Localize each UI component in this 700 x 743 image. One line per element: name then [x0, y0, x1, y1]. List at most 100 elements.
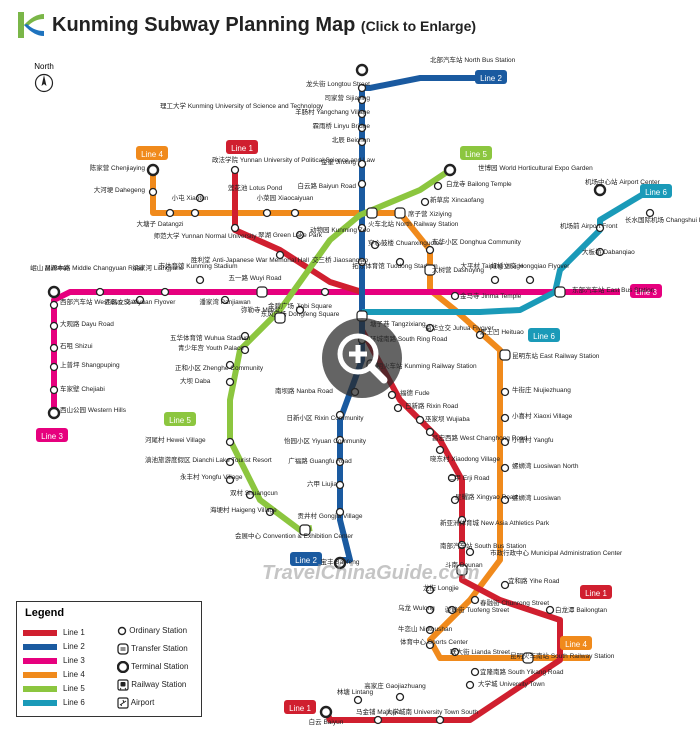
- station-69[interactable]: 日新路 Rixin Road: [393, 401, 459, 413]
- station-47[interactable]: 金碧广场 Jinbi Square: [268, 301, 332, 315]
- station-57[interactable]: 上普坪 Shangpuping: [49, 360, 121, 372]
- station-95[interactable]: 乌龙 Wulong: [398, 603, 435, 615]
- station-76[interactable]: 滇池旅游度假区 Dianchi Lake Tourist Resort: [145, 455, 272, 467]
- station-9[interactable]: 世博园 World Horticultural Expo Garden: [443, 163, 593, 177]
- station-74[interactable]: 昌宏西路 West Changhong Road: [425, 427, 528, 443]
- station-103[interactable]: 宜隆南路 South Yikang Road: [470, 667, 564, 677]
- station-38[interactable]: 昌源中路 Middle Changyuan Road: [44, 263, 144, 297]
- station-109[interactable]: 大学城南 University Town South: [386, 707, 478, 725]
- station-102[interactable]: 昆明火车南站 South Railway Station: [510, 651, 615, 664]
- station-19[interactable]: 理工大学 Kunming University of Science and T…: [160, 101, 324, 203]
- station-71[interactable]: 小普村 Yangfu: [500, 435, 554, 447]
- station-66[interactable]: 福德 Fude: [387, 388, 431, 400]
- station-8[interactable]: 火车北站 North Railway Station: [366, 207, 459, 228]
- station-4[interactable]: 霖雨桥 Linyu Bridge: [313, 121, 371, 133]
- station-25[interactable]: 师范大学 Yunnan Normal University: [154, 223, 258, 241]
- station-86[interactable]: 贡井村 Gongjia Village: [298, 507, 363, 521]
- station-31[interactable]: 交三桥 Jiaosanqiao: [312, 255, 368, 267]
- station-62[interactable]: 大坝 Daba: [180, 376, 235, 387]
- station-90[interactable]: 市政行政中心 Municipal Administration Center: [465, 547, 624, 557]
- subway-map[interactable]: Line 1 Line 2 Line 3 Line 4 Line 5 Line …: [0, 46, 700, 743]
- station-17[interactable]: 陈家营 Chenjiaying: [90, 163, 160, 177]
- station-34[interactable]: 大平村 Taiping Village: [460, 261, 524, 285]
- station-64[interactable]: 西山公园 Western Hills: [47, 405, 127, 420]
- station-82[interactable]: 螺蛳湾 Luosiwan: [500, 493, 562, 505]
- station-60[interactable]: 车家壁 Chejiabi: [49, 384, 105, 395]
- station-96[interactable]: 驼峰街 Tuofeng Street: [445, 605, 509, 615]
- page-title[interactable]: Kunming Subway Planning Map (Click to En…: [52, 14, 477, 36]
- station-12[interactable]: 席子营 Xiziying: [394, 207, 452, 219]
- station-79[interactable]: 永丰村 Yongfu Village: [180, 472, 243, 485]
- station-91[interactable]: 宝丰 Baofeng: [320, 556, 360, 570]
- station-6[interactable]: 金星 Jinxing: [321, 157, 367, 169]
- station-49[interactable]: 金马寺 Jinma Temple: [450, 291, 522, 301]
- station-94[interactable]: 龙街 Longjie: [423, 583, 459, 595]
- enlarge-link[interactable]: (Click to Enlarge): [360, 18, 477, 34]
- station-85[interactable]: 海埂村 Haigeng Village: [210, 505, 277, 517]
- station-33[interactable]: 大树营 Dashuying: [424, 264, 484, 276]
- station-46[interactable]: 弥勒寺 Milesi: [241, 305, 286, 324]
- station-63[interactable]: 牛街庄 Niujiezhuang: [500, 385, 572, 397]
- station-10[interactable]: 白龙寺 Bailong Temple: [433, 179, 513, 191]
- station-41[interactable]: 五一路 Wuyi Road: [229, 273, 282, 298]
- station-61[interactable]: 正和小区 Zhenghe Community: [175, 360, 264, 373]
- station-88[interactable]: 会展中心 Convention & Exhibition Center: [235, 524, 354, 540]
- station-26[interactable]: 翠湖 Green Lake Park: [258, 230, 323, 240]
- station-50[interactable]: 大观路 Dayu Road: [49, 319, 115, 331]
- station-53[interactable]: 石咀 Shizui: [49, 342, 93, 353]
- station-56[interactable]: 昆明东站 East Railway Station: [499, 349, 600, 361]
- station-44[interactable]: 西昌立交 Xiyuan Flyover: [105, 295, 177, 307]
- station-30[interactable]: 胜利堂 Anti-Japanese War Memorial Hall: [191, 250, 309, 265]
- station-68[interactable]: 日新小区 Rixin Community: [287, 410, 365, 423]
- station-52[interactable]: 黑土凹 Heituao: [475, 327, 525, 340]
- station-29[interactable]: 东华小区 Donghua Community: [425, 237, 522, 255]
- station-24[interactable]: 大塘子 Datangzi: [137, 208, 184, 229]
- station-36[interactable]: 东部汽车站 East Bus Station: [554, 285, 655, 298]
- station-67[interactable]: 小喜村 Xiaoxi Village: [500, 411, 573, 423]
- zoom-button[interactable]: [322, 318, 402, 398]
- station-83[interactable]: 双村 Shuangcun: [230, 488, 278, 500]
- station-5[interactable]: 北辰 Beichen: [332, 136, 371, 147]
- station-32[interactable]: 拓东体育馆 Tuodong Stadium: [352, 257, 438, 271]
- station-14[interactable]: 长水国际机场 Changshui International Airport: [625, 208, 700, 225]
- station-104[interactable]: 林塘 Lintang: [337, 687, 374, 705]
- station-101[interactable]: 联大街 Lianda Street: [450, 647, 510, 657]
- station-15[interactable]: 机场前 Airport Front: [560, 221, 618, 233]
- station-2[interactable]: 司家营 Sijiaying: [324, 93, 370, 105]
- station-0[interactable]: 北部汽车站 North Bus Station: [355, 55, 516, 77]
- station-97[interactable]: 春融街 Chunrong Street: [470, 595, 550, 608]
- station-108[interactable]: 马金铺 Majinpu: [356, 707, 400, 725]
- station-105[interactable]: 高家庄 Gaojiazhuang: [364, 681, 426, 702]
- station-35[interactable]: 虹桥立交 Hongqiao Flyover: [491, 261, 571, 285]
- station-78[interactable]: 晓东村 Xiaodong Village: [430, 445, 500, 464]
- station-77[interactable]: 广福路 Guangfu Road: [288, 456, 352, 467]
- station-75[interactable]: 螺蛳湾 Luosiwan North: [500, 461, 579, 473]
- station-7[interactable]: 白云路 Baiyun Road: [297, 179, 367, 191]
- station-42[interactable]: 东风广场 Dongfeng Square: [261, 287, 340, 319]
- station-54[interactable]: 五华体育馆 Wuhua Stadium: [170, 331, 250, 343]
- station-20[interactable]: 政法学院 Yunnan University of Political Scie…: [212, 155, 375, 175]
- station-13[interactable]: 机场中心站 Airport Center: [585, 177, 661, 197]
- station-98[interactable]: 白龙潭 Bailongtan: [545, 605, 608, 615]
- station-18[interactable]: 大河埂 Dahegeng: [94, 185, 158, 197]
- station-51[interactable]: 菊华立交 Juhua Flyover: [425, 323, 494, 333]
- station-22[interactable]: 莲花池 Lotus Pond: [228, 183, 283, 218]
- station-87[interactable]: 新亚洲体育城 New Asia Athletics Park: [440, 515, 550, 528]
- station-92[interactable]: 斗南 Dounan: [445, 560, 483, 576]
- station-39[interactable]: 梁家河 Liangjiahe: [133, 263, 184, 297]
- station-84[interactable]: 星耀路 Xingyao Road: [450, 492, 518, 505]
- station-81[interactable]: 二甲 Erji Road: [447, 473, 490, 483]
- station-45[interactable]: 潘家湾 Panjiawan: [199, 295, 251, 307]
- station-11[interactable]: 新草房 Xincaofang: [420, 195, 485, 207]
- station-21[interactable]: 小屯 Xiaotun: [172, 193, 209, 218]
- station-73[interactable]: 怡园小区 Yiyuan Community: [284, 435, 367, 445]
- station-43[interactable]: 西部汽车站 West Bus Station: [49, 297, 145, 310]
- station-80[interactable]: 六甲 Liujia: [307, 479, 345, 490]
- station-106[interactable]: 大学城 University Town: [465, 679, 546, 690]
- station-58[interactable]: 青少年宫 Youth Palace: [178, 343, 250, 355]
- station-23[interactable]: 小菜园 Xiaocaiyuan: [257, 193, 314, 218]
- station-107[interactable]: 白云 Baiyun: [309, 705, 344, 726]
- station-40[interactable]: 市体育馆 Kunming Stadium: [158, 261, 238, 285]
- station-37[interactable]: 岷山 Minshan: [30, 263, 70, 299]
- station-99[interactable]: 牛恋山 Niutoushan: [398, 624, 453, 635]
